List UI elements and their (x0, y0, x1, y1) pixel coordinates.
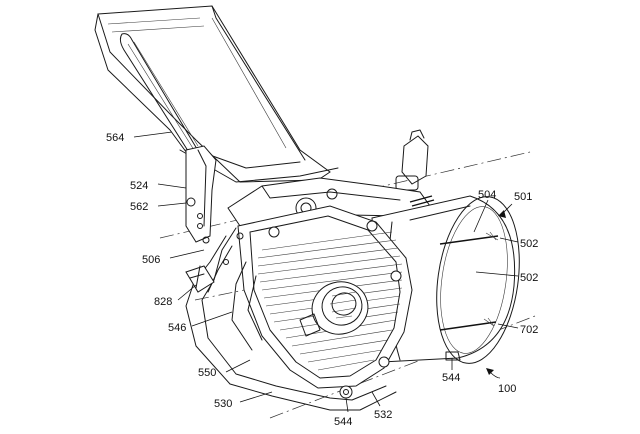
label-501: 501 (514, 191, 532, 203)
label-702: 702 (520, 324, 538, 336)
label-544-bottom: 544 (334, 416, 352, 428)
bolt-upper (409, 195, 433, 203)
label-546: 546 (168, 322, 186, 334)
bolt-504 (439, 235, 499, 245)
mounting-plate (94, 5, 339, 183)
cover-bolt (268, 226, 280, 238)
label-504: 504 (478, 189, 496, 201)
pivot-hole-562 (186, 197, 196, 207)
label-524: 524 (130, 180, 148, 192)
bracket-arm (185, 145, 217, 244)
clamp-pin (395, 129, 429, 191)
label-564: 564 (106, 132, 124, 144)
label-532: 532 (374, 409, 392, 421)
leader-lines (133, 131, 519, 413)
cover-bolt (378, 356, 390, 368)
bolt-702 (439, 321, 497, 331)
cover-bolt (366, 220, 378, 232)
label-562: 562 (130, 201, 148, 213)
reference-labels: 564 524 562 506 828 546 550 530 544 532 … (106, 132, 538, 428)
label-506: 506 (142, 254, 160, 266)
label-502-lower: 502 (520, 272, 538, 284)
label-828: 828 (154, 296, 172, 308)
clip-828 (185, 265, 215, 293)
label-530: 530 (214, 398, 232, 410)
label-100: 100 (498, 383, 516, 395)
motor-cylinder (371, 195, 520, 364)
cover-bolt (390, 270, 402, 282)
label-502-upper: 502 (520, 238, 538, 250)
crank-spindle (299, 281, 369, 337)
label-550: 550 (198, 367, 216, 379)
label-544-right: 544 (442, 372, 460, 384)
lower-frame (185, 227, 397, 411)
cover-bolt (339, 385, 353, 399)
